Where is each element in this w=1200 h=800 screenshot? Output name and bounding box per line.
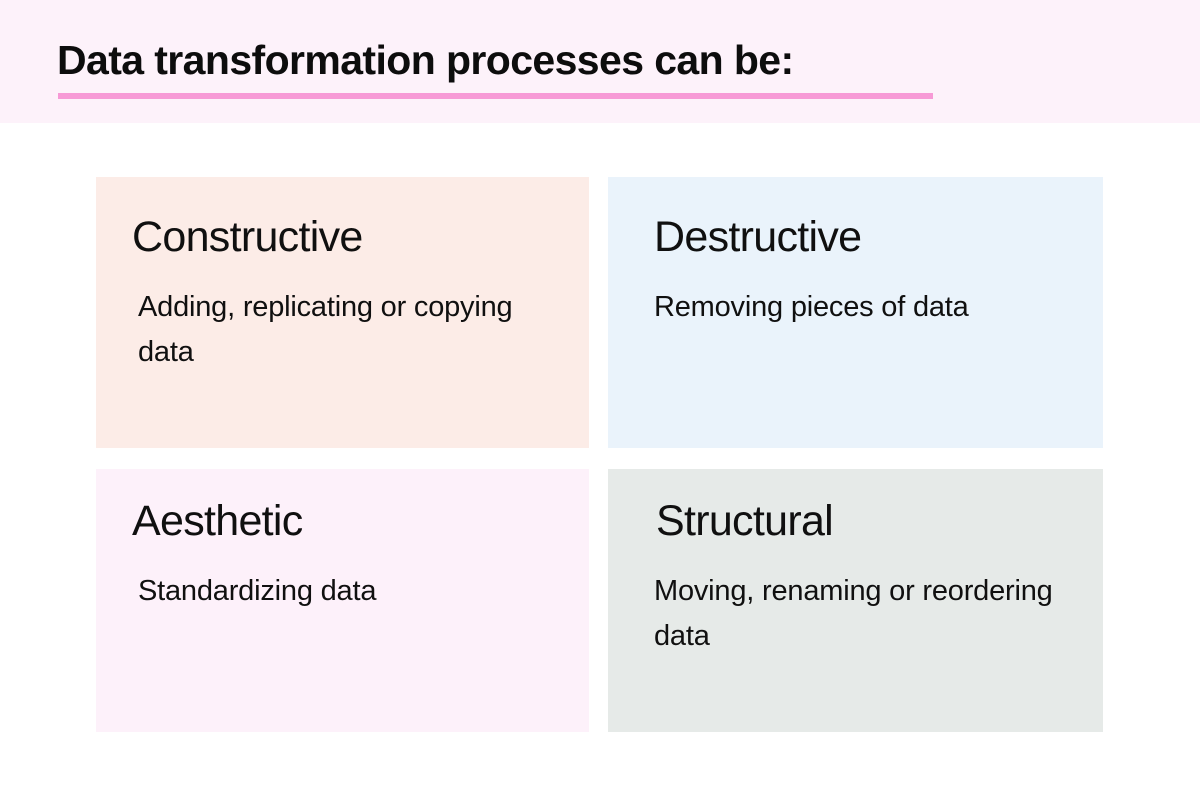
card-description-structural: Moving, renaming or reordering data xyxy=(654,575,1053,652)
card-constructive[interactable]: Constructive Adding, replicating or copy… xyxy=(96,177,589,448)
title-underline-accent xyxy=(58,93,933,99)
card-title-aesthetic: Aesthetic xyxy=(132,497,303,545)
card-description-destructive: Removing pieces of data xyxy=(654,291,969,323)
card-title-constructive: Constructive xyxy=(132,213,363,261)
card-description-aesthetic: Standardizing data xyxy=(138,575,377,607)
card-grid: Constructive Adding, replicating or copy… xyxy=(96,177,1103,732)
header-band: Data transformation processes can be: xyxy=(0,0,1200,123)
card-structural[interactable]: Structural Moving, renaming or reorderin… xyxy=(608,469,1103,732)
card-title-destructive: Destructive xyxy=(654,213,862,261)
card-title-structural: Structural xyxy=(656,497,834,545)
page-title: Data transformation processes can be: xyxy=(57,37,794,83)
card-destructive[interactable]: Destructive Removing pieces of data xyxy=(608,177,1103,448)
card-aesthetic[interactable]: Aesthetic Standardizing data xyxy=(96,469,589,732)
card-description-constructive: Adding, replicating or copying data xyxy=(138,291,513,368)
